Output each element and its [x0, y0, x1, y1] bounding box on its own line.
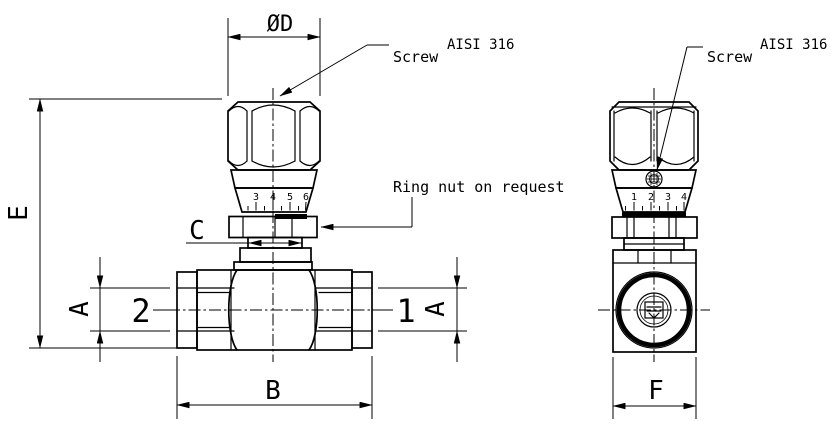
port-bore: [636, 292, 672, 328]
dim-f-label: F: [648, 376, 664, 406]
front-view: 3 4 5 6: [4, 12, 565, 419]
port-cap-right: [351, 271, 373, 349]
dim-body-width: F: [612, 357, 697, 419]
dim-a-right-label: A: [421, 301, 451, 317]
screw-spec-side: AISI 316: [760, 37, 827, 53]
needle-tip-end-view: [644, 301, 664, 319]
ring-nut-note: Ring nut on request: [393, 178, 565, 196]
screw-annotation-front: Screw AISI 316: [279, 37, 514, 97]
dial-number: 3: [665, 192, 671, 203]
port-2-label: 2: [131, 292, 150, 330]
dim-body-length: B: [176, 356, 373, 419]
dial-ticks-side: [625, 202, 685, 211]
dial-front: 3 4 5 6: [229, 169, 319, 213]
dim-d-label: ØD: [267, 12, 294, 37]
body-sphere-right-arc: [308, 269, 319, 351]
dim-a-left-label: A: [65, 301, 95, 317]
knob-side: [609, 101, 699, 171]
dim-knob-diameter: ØD: [227, 12, 321, 96]
dial-number: 2: [648, 192, 654, 203]
dial-number: 1: [631, 192, 637, 203]
ring-nut-annotation: Ring nut on request: [320, 178, 565, 231]
dim-overall-height: E: [4, 98, 222, 349]
dial-side: 1 2 3 4: [614, 187, 694, 213]
dim-a-left: A: [65, 257, 170, 362]
side-view: 1 2 3 4: [598, 37, 827, 419]
screw-label-side: Screw: [707, 48, 753, 66]
dial-ticks-front: [247, 201, 307, 211]
dim-c-label: C: [189, 216, 205, 246]
dim-a-right: A: [378, 257, 467, 362]
dim-ring-nut: C: [186, 216, 302, 247]
locking-screw: [645, 170, 663, 188]
dial-number: 4: [681, 192, 687, 203]
screw-annotation-side: Screw AISI 316: [656, 37, 827, 171]
port-thread-outer: [615, 271, 693, 349]
body-sphere-left-arc: [227, 269, 238, 351]
dial-number: 3: [253, 192, 259, 203]
dial-number: 4: [270, 192, 276, 203]
valve-body-front: [176, 269, 373, 351]
port-1-label: 1: [396, 292, 415, 330]
dial-number: 6: [303, 192, 309, 203]
dim-b-label: B: [265, 376, 281, 406]
knob-front: [227, 101, 321, 171]
valve-body-side: [612, 249, 697, 353]
port-thread-ring: [616, 272, 692, 348]
screw-label-front: Screw: [393, 48, 439, 66]
screw-spec-front: AISI 316: [447, 37, 514, 53]
port-threads: [197, 287, 352, 332]
dim-e-label: E: [4, 205, 34, 221]
dial-number: 5: [287, 192, 293, 203]
